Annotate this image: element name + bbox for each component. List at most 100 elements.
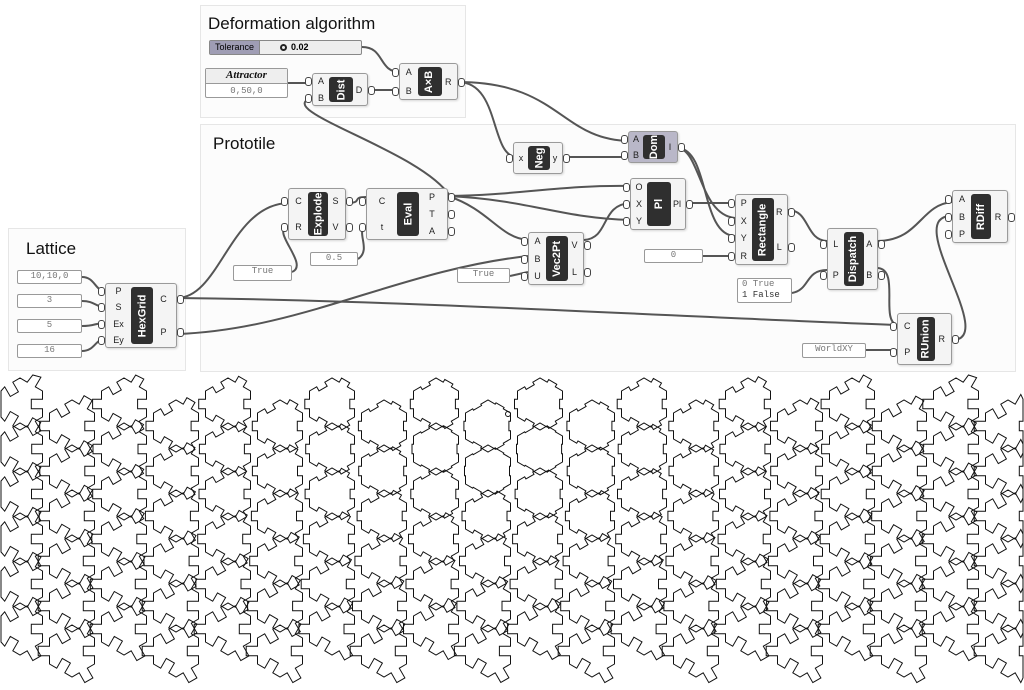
input-port-a[interactable]: A: [945, 194, 969, 204]
input-port-p[interactable]: P: [820, 270, 842, 280]
tile: [973, 393, 1024, 459]
output-port-i[interactable]: I: [665, 142, 685, 152]
input-port-a[interactable]: A: [392, 67, 416, 78]
size-panel[interactable]: 3: [17, 294, 82, 308]
explode-true-panel[interactable]: True: [233, 265, 292, 281]
tile: [305, 422, 355, 476]
tile: [718, 376, 771, 432]
output-port-p[interactable]: P: [153, 327, 184, 337]
output-port-b[interactable]: B: [864, 270, 885, 280]
input-port-b[interactable]: B: [392, 86, 416, 96]
eval-t-panel[interactable]: 0.5: [310, 252, 358, 266]
point-panel[interactable]: 10,10,0: [17, 270, 82, 284]
attractor-title: Attractor: [206, 69, 287, 84]
rect-radius-panel[interactable]: 0: [644, 249, 703, 263]
output-port-s[interactable]: S: [328, 196, 353, 206]
input-port-o[interactable]: O: [623, 182, 645, 192]
output-port-pl[interactable]: Pl: [672, 199, 693, 209]
output-port-y[interactable]: y: [550, 153, 570, 163]
input-port-p[interactable]: P: [728, 198, 750, 208]
input-port-p[interactable]: P: [945, 229, 969, 240]
input-port-b[interactable]: B: [305, 93, 327, 103]
tile: [39, 440, 95, 502]
tile: [251, 399, 303, 453]
tile: [145, 397, 199, 455]
input-port-ex[interactable]: Ex: [98, 319, 129, 329]
output-port-a[interactable]: A: [864, 239, 885, 249]
input-port-l[interactable]: L: [820, 239, 842, 249]
input-port-a[interactable]: A: [305, 76, 327, 87]
tile: [197, 509, 251, 569]
input-port-s[interactable]: S: [98, 302, 129, 313]
tile: [463, 399, 511, 453]
input-port-c[interactable]: C: [890, 321, 915, 331]
input-port-r[interactable]: R: [728, 251, 750, 262]
input-port-c[interactable]: C: [359, 196, 395, 206]
input-port-x[interactable]: X: [728, 216, 750, 226]
dispatch-pattern-panel[interactable]: 0 True 1 False: [737, 278, 792, 303]
tile: [358, 444, 407, 498]
output-port-r[interactable]: R: [774, 207, 795, 217]
output-port-l[interactable]: L: [568, 267, 591, 277]
output-port-p[interactable]: P: [419, 192, 455, 202]
slider-handle[interactable]: [280, 44, 287, 51]
output-port-r[interactable]: R: [442, 77, 465, 87]
tile: [719, 466, 771, 522]
output-port-r[interactable]: R: [991, 212, 1015, 222]
input-port-u[interactable]: U: [521, 271, 544, 282]
vec-true-panel[interactable]: True: [457, 268, 510, 283]
input-port-a[interactable]: A: [621, 134, 639, 144]
output-port-t[interactable]: T: [419, 209, 455, 219]
output-port-d[interactable]: D: [353, 85, 375, 95]
tile: [464, 444, 511, 498]
input-port-c[interactable]: C: [281, 196, 306, 206]
input-port-x[interactable]: X: [623, 199, 645, 209]
tile: [354, 532, 407, 590]
output-port-a[interactable]: A: [419, 226, 455, 237]
input-port-y[interactable]: Y: [623, 216, 645, 227]
input-port-b[interactable]: B: [945, 212, 969, 222]
component-label: Pl: [653, 198, 665, 210]
input-port-b[interactable]: B: [621, 150, 639, 160]
output-port-c[interactable]: C: [153, 294, 184, 305]
component-nickname: RUnion: [916, 317, 935, 361]
tile: [921, 551, 979, 617]
output-port-v[interactable]: V: [328, 222, 353, 232]
input-port-p[interactable]: P: [890, 347, 915, 357]
output-port-l[interactable]: L: [774, 242, 795, 253]
tolerance-slider[interactable]: Tolerance 0.02: [209, 40, 362, 55]
ex-panel[interactable]: 5: [17, 319, 82, 333]
tile: [37, 528, 95, 594]
tile: [717, 510, 771, 568]
tile: [509, 555, 563, 613]
input-port-t[interactable]: t: [359, 222, 395, 232]
plane-panel[interactable]: WorldXY: [802, 343, 866, 358]
tile: [870, 529, 927, 593]
group-title: Lattice: [26, 239, 77, 258]
ey-panel[interactable]: 16: [17, 344, 82, 358]
attractor-panel[interactable]: Attractor 0,50,0: [205, 68, 288, 98]
input-port-r[interactable]: R: [281, 222, 306, 232]
output-port-r[interactable]: R: [935, 334, 959, 344]
input-port-y[interactable]: Y: [728, 233, 750, 244]
input-port-b[interactable]: B: [521, 254, 544, 264]
input-port-a[interactable]: A: [521, 236, 544, 246]
input-port-p[interactable]: P: [98, 286, 129, 297]
input-port-ey[interactable]: Ey: [98, 335, 129, 345]
output-port-v[interactable]: V: [568, 240, 591, 251]
input-port-x[interactable]: x: [506, 153, 526, 163]
tile: [198, 465, 251, 523]
